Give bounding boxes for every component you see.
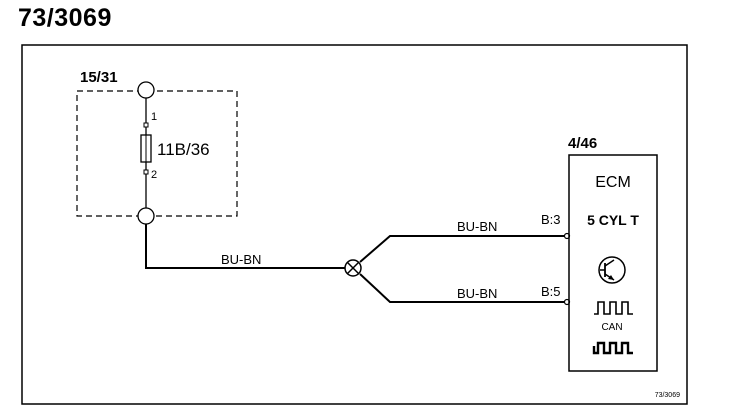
wire-upper-label: BU-BN xyxy=(457,219,497,234)
wire-lower xyxy=(359,273,565,303)
wire-lower-label: BU-BN xyxy=(457,286,497,301)
wire-main xyxy=(145,224,345,269)
wire-main-label: BU-BN xyxy=(221,252,261,267)
fuse-pin-2 xyxy=(143,169,149,175)
ecm-pin-lower-label: B:5 xyxy=(541,284,561,299)
ecm-variant: 5 CYL T xyxy=(587,212,639,228)
wire-upper xyxy=(359,235,565,263)
ecm-box xyxy=(568,154,658,372)
transistor-icon xyxy=(598,256,626,284)
fuse-label: 11B/36 xyxy=(157,140,210,159)
fuse-terminal-top xyxy=(137,81,155,99)
splice-cross-b xyxy=(346,261,360,275)
fuse-terminal-bottom xyxy=(137,207,155,225)
ecm-ref: 4/46 xyxy=(568,135,597,152)
fuse-pin-2-label: 2 xyxy=(151,169,157,181)
fuse-box-ref: 15/31 xyxy=(80,69,118,86)
can-bus-icon xyxy=(592,341,633,355)
fuse-pin-1-label: 1 xyxy=(151,111,157,123)
fuse-pin-1 xyxy=(143,122,149,128)
ecm-pin-upper-label: B:3 xyxy=(541,212,561,227)
fuse-box-outline xyxy=(76,90,238,217)
can-label: CAN xyxy=(601,322,622,333)
footer-id: 73/3069 xyxy=(655,392,680,399)
pulse-signal-icon xyxy=(594,301,633,315)
diagram-frame xyxy=(21,44,688,405)
page-title: 73/3069 xyxy=(18,4,112,32)
ecm-name: ECM xyxy=(595,174,631,191)
